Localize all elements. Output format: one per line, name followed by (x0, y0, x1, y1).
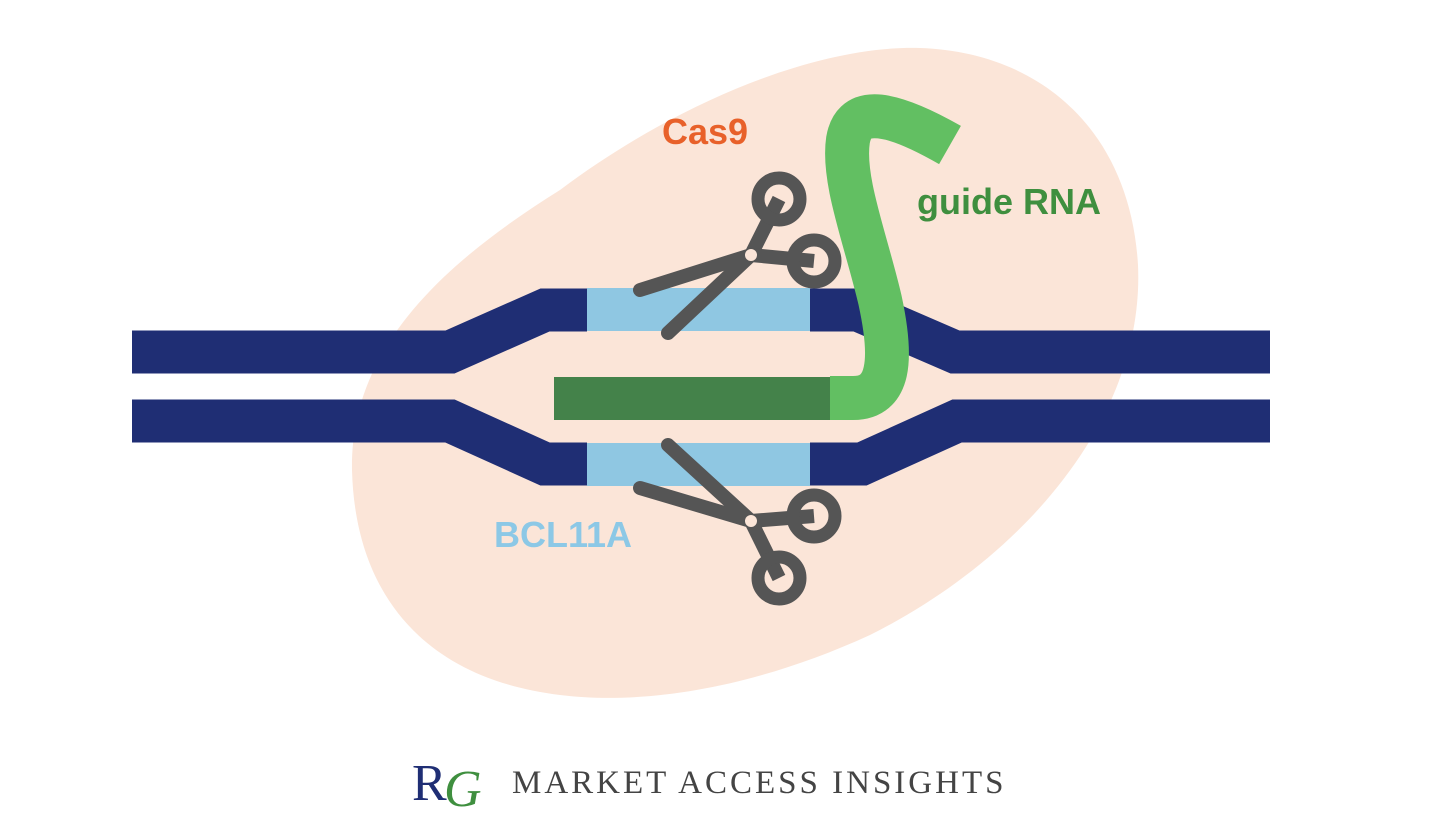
logo-mark-r: R (412, 755, 447, 812)
logo-text: MARKET ACCESS INSIGHTS (512, 765, 1006, 801)
rg-logo: R G MARKET ACCESS INSIGHTS (412, 755, 1006, 818)
dna-top-strand-left (132, 288, 587, 374)
bcl11a-label: BCL11A (494, 514, 632, 555)
scissors-icon-top (633, 171, 842, 340)
dna-bottom-strand-right (810, 399, 1270, 486)
logo-mark-g: G (444, 761, 482, 818)
scissors-icon-bottom (633, 438, 842, 606)
guide-rna-label: guide RNA (917, 181, 1101, 222)
guide-rna-strand (825, 94, 961, 420)
dna-bottom-strand-left (132, 399, 587, 486)
cas9-label: Cas9 (662, 111, 748, 152)
guide-rna-bound-segment (554, 377, 830, 420)
cas9-protein-blob (351, 47, 1139, 698)
